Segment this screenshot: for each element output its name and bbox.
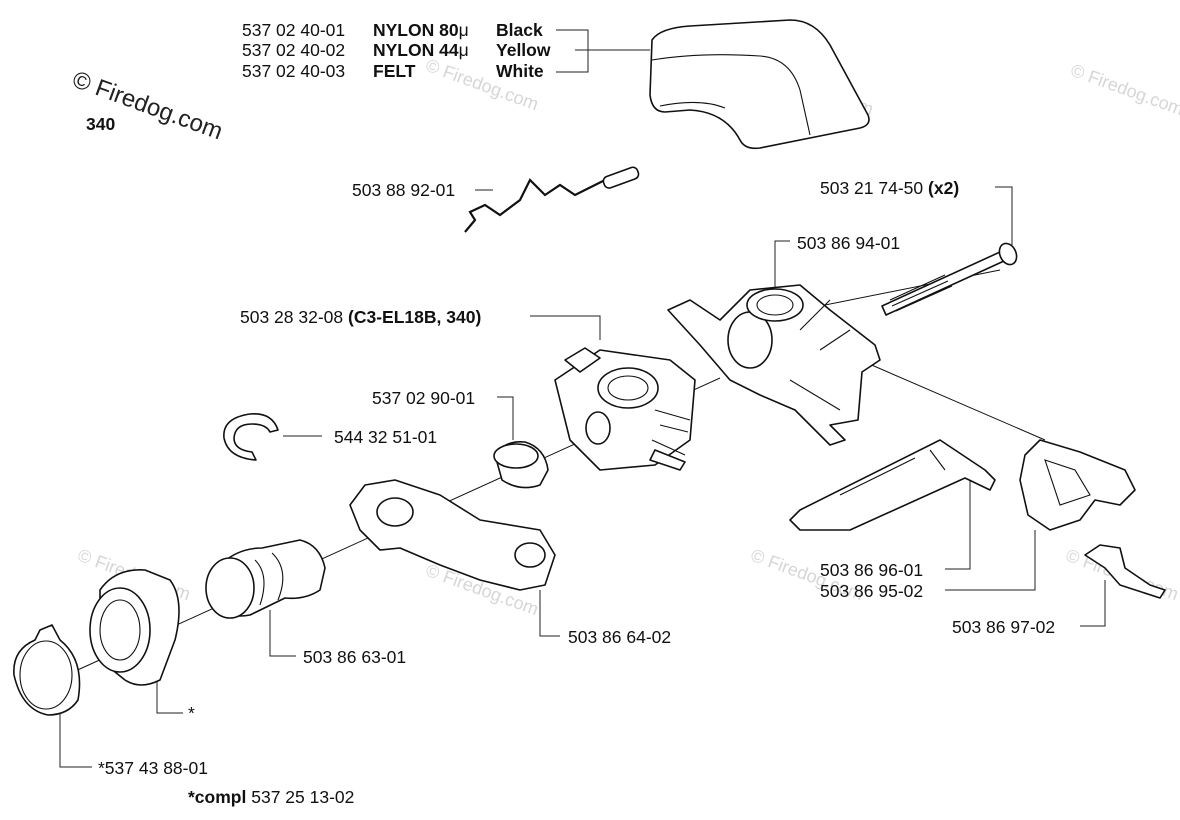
filter-pn-2: 537 02 40-02 bbox=[242, 40, 346, 60]
label-bolt-qty: (x2) bbox=[928, 178, 960, 198]
intake-bracket-icon bbox=[349, 479, 556, 591]
label-compl-pn: 537 25 13-02 bbox=[251, 787, 355, 807]
label-intake-boot: 503 86 63-01 bbox=[303, 647, 407, 667]
label-flange: * bbox=[188, 703, 195, 723]
filter-color-1: Black bbox=[496, 20, 543, 40]
lever-b-leader-line bbox=[945, 530, 1036, 591]
filter-leader-line bbox=[556, 29, 650, 73]
label-carb-holder: 503 86 94-01 bbox=[797, 233, 901, 253]
filter-material-2-text: NYLON 44 bbox=[373, 40, 459, 60]
hose-clamp-icon bbox=[13, 624, 81, 716]
air-filter-cover-icon bbox=[649, 19, 870, 150]
carburetor-icon bbox=[554, 347, 696, 471]
choke-housing-icon bbox=[1019, 439, 1136, 531]
carb-leader-line bbox=[530, 315, 601, 340]
ring-icon bbox=[493, 440, 549, 489]
flange-icon bbox=[89, 569, 180, 686]
filter-material-2: NYLON 44μ bbox=[373, 40, 469, 60]
intake-boot-icon bbox=[205, 539, 326, 619]
bracket-leader-line bbox=[1080, 580, 1106, 627]
label-bolt-pn: 503 21 74-50 bbox=[820, 178, 924, 198]
bracket-icon bbox=[1084, 544, 1166, 599]
label-bolt: 503 21 74-50 (x2) bbox=[820, 178, 959, 198]
micron-symbol: μ bbox=[458, 20, 469, 40]
label-carburetor-model: (C3-EL18B, 340) bbox=[348, 307, 482, 327]
filter-pn-3: 537 02 40-03 bbox=[242, 61, 346, 81]
label-lever-a: 503 86 96-01 bbox=[820, 560, 924, 580]
model-number: 340 bbox=[86, 114, 116, 134]
lever-icon bbox=[789, 439, 996, 531]
clamp-leader-line bbox=[59, 700, 92, 768]
assembly-axis-line bbox=[859, 359, 1046, 441]
micron-symbol: μ bbox=[458, 40, 469, 60]
label-throttle-rod: 503 88 92-01 bbox=[352, 180, 456, 200]
filter-pn-1: 537 02 40-01 bbox=[242, 20, 346, 40]
filter-material-1: NYLON 80μ bbox=[373, 20, 469, 40]
lever-a-leader-line bbox=[945, 480, 971, 570]
filter-material-1-text: NYLON 80 bbox=[373, 20, 459, 40]
intake-bracket-leader-line bbox=[539, 590, 560, 637]
flange-leader-line bbox=[156, 680, 183, 714]
boot-leader-line bbox=[269, 610, 296, 657]
label-circlip: 544 32 51-01 bbox=[334, 427, 438, 447]
holder-leader-line bbox=[774, 240, 790, 290]
label-carburetor-pn: 503 28 32-08 bbox=[240, 307, 344, 327]
label-hose-clamp: *537 43 88-01 bbox=[98, 758, 208, 778]
screw-icon bbox=[881, 242, 1018, 316]
label-carburetor: 503 28 32-08 (C3-EL18B, 340) bbox=[240, 307, 481, 327]
ring-leader-line bbox=[497, 396, 514, 440]
label-gasket-ring: 537 02 90-01 bbox=[372, 388, 476, 408]
label-lever-b: 503 86 95-02 bbox=[820, 581, 924, 601]
carb-holder-icon bbox=[667, 284, 881, 446]
filter-color-3: White bbox=[496, 61, 544, 81]
throttle-rod-icon bbox=[464, 166, 640, 233]
label-bracket: 503 86 97-02 bbox=[952, 617, 1056, 637]
label-intake-bracket: 503 86 64-02 bbox=[568, 627, 672, 647]
label-compl-prefix: *compl bbox=[188, 787, 247, 807]
filter-color-2: Yellow bbox=[496, 40, 551, 60]
circlip-icon bbox=[223, 413, 279, 461]
label-compl: *compl 537 25 13-02 bbox=[188, 787, 354, 807]
bolt-leader-line bbox=[995, 186, 1013, 250]
filter-material-3: FELT bbox=[373, 61, 416, 81]
